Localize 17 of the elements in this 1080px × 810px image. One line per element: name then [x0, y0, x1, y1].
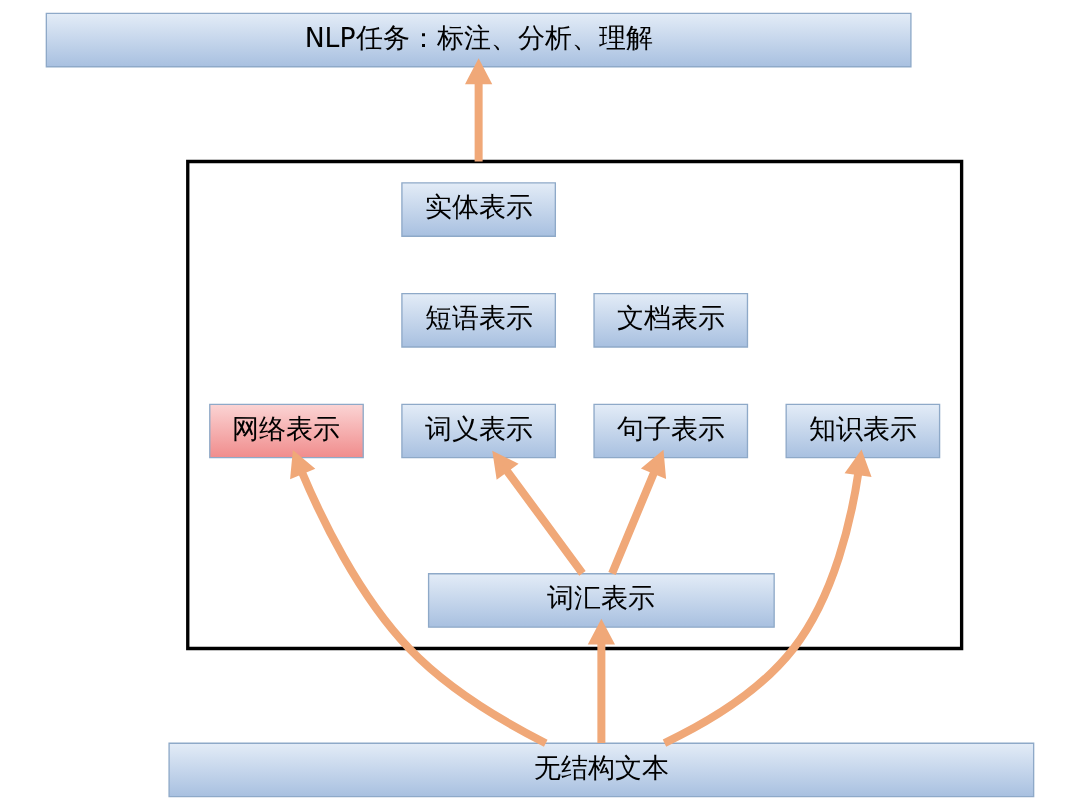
node-box: 实体表示 — [401, 182, 556, 237]
node-box: 句子表示 — [593, 403, 749, 459]
arrow — [465, 58, 493, 162]
arrow — [662, 449, 872, 747]
node-box: 无结构文本 — [168, 742, 1035, 798]
arrow — [608, 449, 667, 575]
node-box: 网络表示 — [209, 403, 364, 459]
node-box: 知识表示 — [785, 403, 941, 459]
arrow — [290, 450, 548, 747]
node-box: 词义表示 — [401, 403, 556, 459]
node-box: NLP任务：标注、分析、理解 — [45, 12, 912, 68]
node-box: 短语表示 — [401, 292, 556, 348]
arrow — [492, 450, 586, 576]
node-box: 词汇表示 — [427, 573, 775, 628]
node-box: 文档表示 — [593, 292, 749, 348]
arrow — [587, 618, 615, 743]
cluster — [186, 159, 964, 651]
